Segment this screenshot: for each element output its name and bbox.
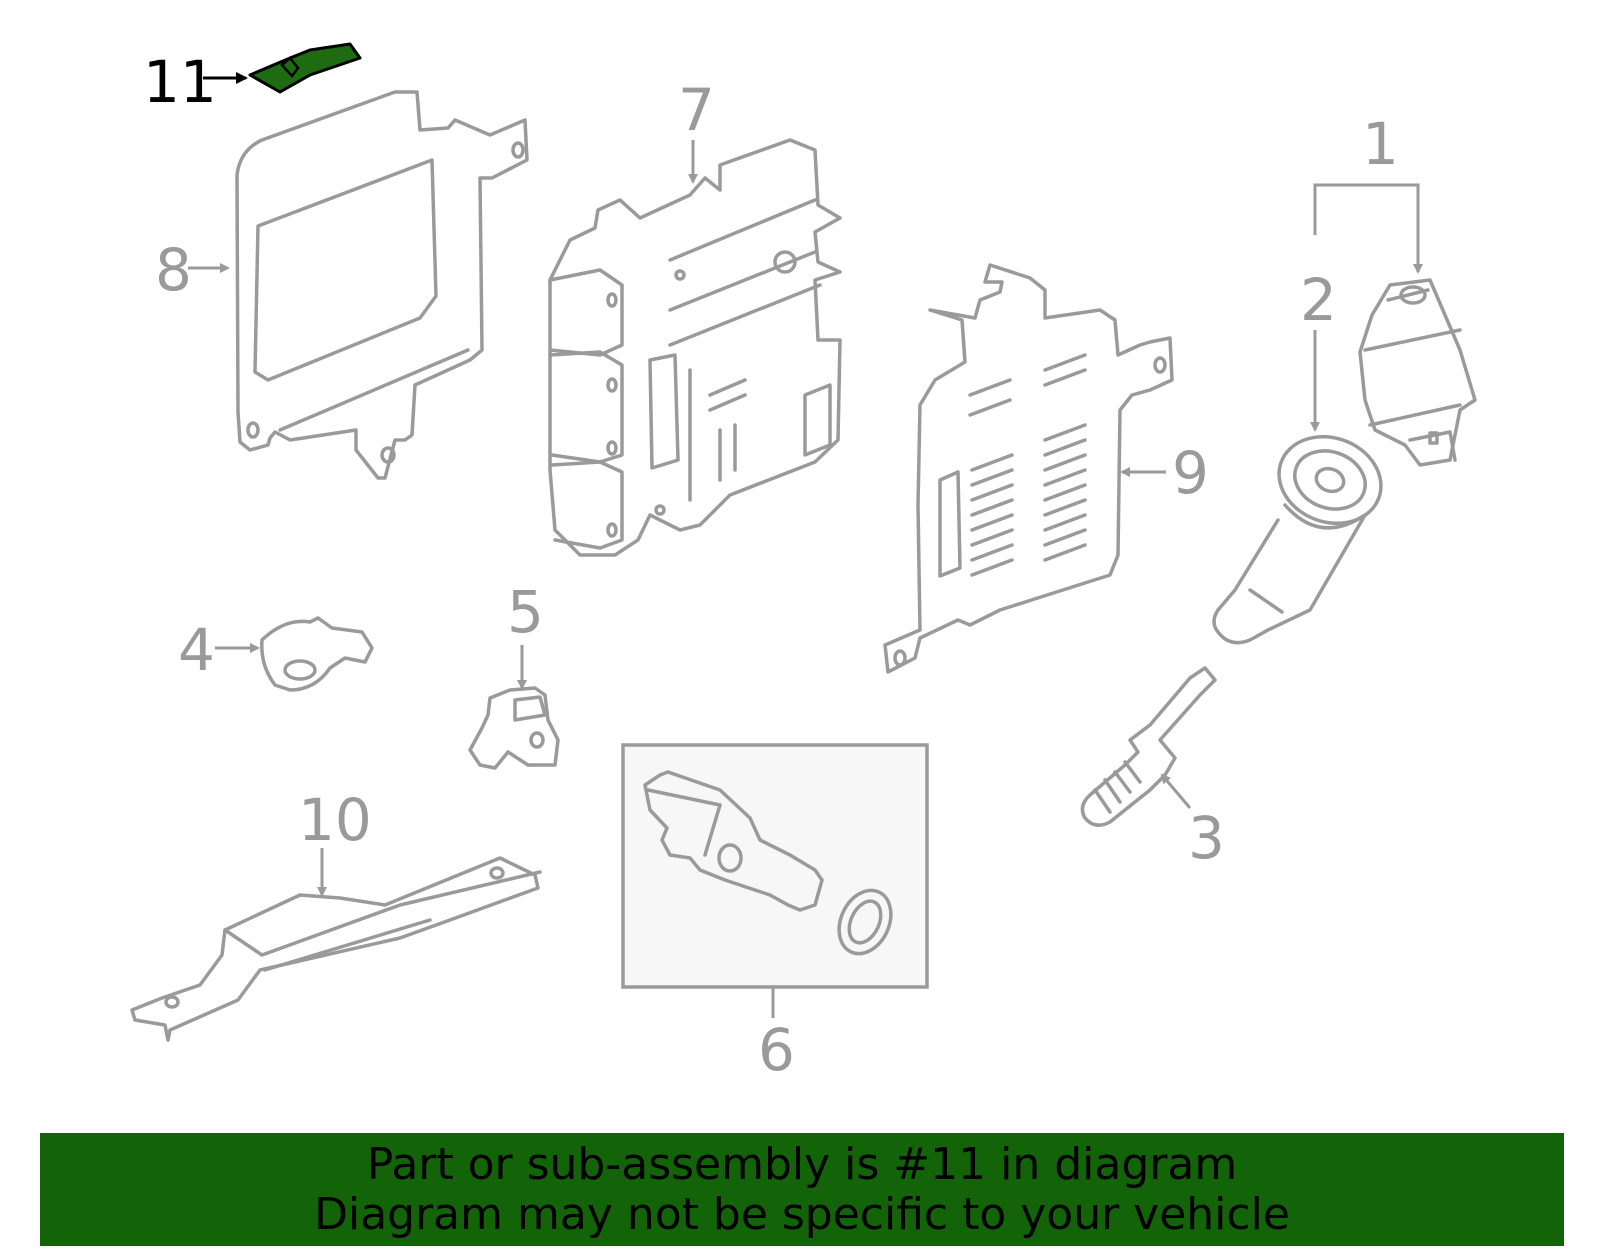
banner-line-2: Diagram may not be specific to your vehi… xyxy=(314,1188,1290,1240)
part-8-bracket[interactable] xyxy=(235,90,529,480)
part-1-ignition-module[interactable] xyxy=(1358,278,1477,467)
banner-line-1: Part or sub-assembly is #11 in diagram xyxy=(366,1138,1238,1190)
callout-4: 4 xyxy=(178,616,215,684)
part-4-sensor[interactable] xyxy=(260,616,374,692)
callout-6: 6 xyxy=(758,1016,795,1084)
plate-slots-right xyxy=(1043,353,1087,562)
callout-10: 10 xyxy=(298,786,372,854)
part-11-clip[interactable] xyxy=(248,42,362,94)
callout-11: 11 xyxy=(143,48,217,116)
plate-slots-left xyxy=(968,378,1014,577)
callout-7: 7 xyxy=(678,76,715,144)
part-6-sensor-kit[interactable] xyxy=(621,743,929,989)
leader-1 xyxy=(1313,183,1423,274)
callout-9: 9 xyxy=(1172,439,1209,507)
part-10-bracket[interactable] xyxy=(130,856,542,1042)
part-5-sensor[interactable] xyxy=(468,686,560,770)
parts-diagram: 11 8 7 xyxy=(130,42,1477,1084)
leader-3 xyxy=(1160,773,1192,809)
callout-3: 3 xyxy=(1188,804,1225,872)
part-2-ignition-coil[interactable] xyxy=(1212,423,1393,645)
part-9-plate[interactable] xyxy=(883,263,1174,674)
part-3-spark-plug[interactable] xyxy=(1080,666,1217,827)
callout-2: 2 xyxy=(1300,266,1337,334)
info-banner: Part or sub-assembly is #11 in diagram D… xyxy=(40,1133,1564,1246)
callout-1: 1 xyxy=(1362,110,1399,178)
callout-8: 8 xyxy=(155,236,192,304)
callout-5: 5 xyxy=(507,578,544,646)
part-7-ecm[interactable] xyxy=(548,138,842,557)
